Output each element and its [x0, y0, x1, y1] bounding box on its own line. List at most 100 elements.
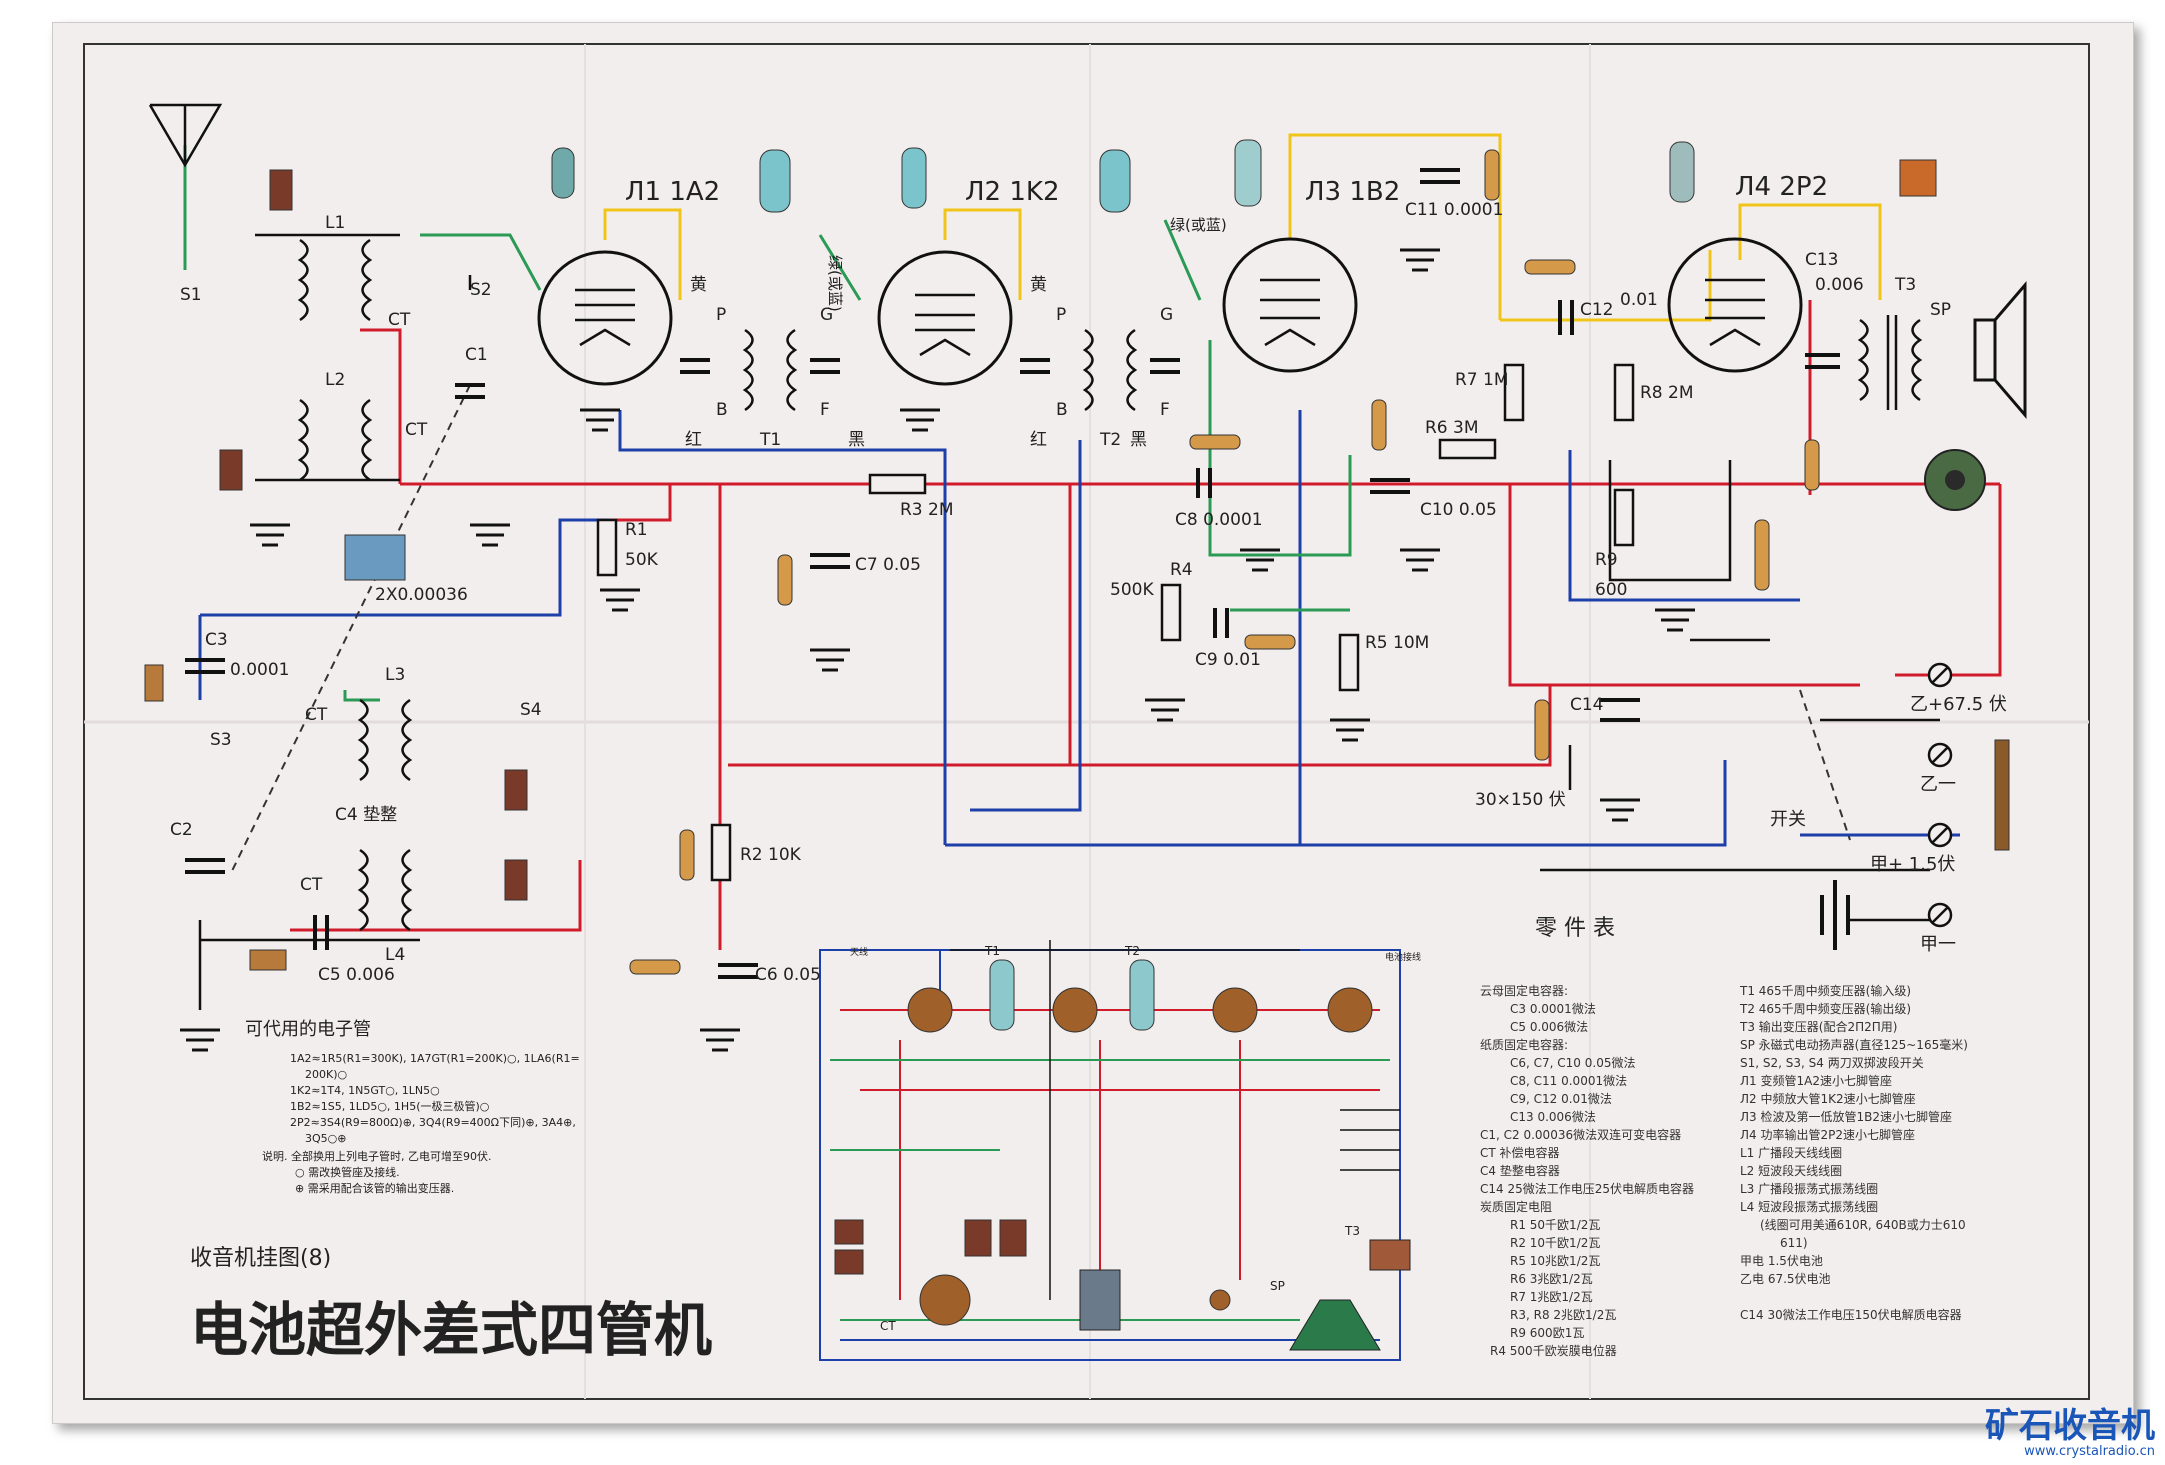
parts-right-line: Л1 变频管1A2速小七脚管座	[1740, 1073, 1892, 1088]
label-t1: T1	[759, 430, 781, 450]
label-c5: C5 0.006	[318, 965, 395, 985]
substitute-line: 200K)○	[305, 1068, 347, 1081]
label-f-2: F	[1160, 400, 1170, 420]
substitute-line: 2P2≈3S4(R9=800Ω)⊕, 3Q4(R9=400Ω下同)⊕, 3A4⊕…	[290, 1116, 576, 1129]
parts-right-line: 甲电 1.5伏电池	[1740, 1254, 1823, 1268]
wiring-label-batt: 电池接线	[1385, 951, 1421, 963]
parts-right-line: C14 30微法工作电压150伏电解质电容器	[1740, 1307, 1962, 1322]
label-f-1: F	[820, 400, 830, 420]
label-b-1: B	[716, 400, 728, 420]
main-title: 电池超外差式四管机	[190, 1296, 712, 1364]
wiring-label-ant: 天线	[850, 946, 868, 958]
label-g-2: G	[1160, 305, 1173, 325]
parts-right-line: L3 广播段振荡式振荡线圈	[1740, 1181, 1878, 1196]
substitute-line: ⊕ 需采用配合该管的输出变压器.	[295, 1181, 454, 1195]
terminal-strip-icon	[1994, 739, 2010, 851]
tube-label-v3: Л3 1B2	[1305, 177, 1400, 207]
label-t2: T2	[1099, 430, 1121, 450]
label-c14-value: 30×150 伏	[1475, 790, 1566, 810]
label-r8: R8 2M	[1640, 383, 1694, 403]
ground-symbols	[180, 248, 1695, 1052]
label-r3: R3 2M	[900, 500, 954, 520]
parts-left-line: R4 500千欧炭膜电位器	[1490, 1343, 1617, 1358]
tube-label-v4: Л4 2P2	[1735, 172, 1828, 202]
parts-left-line: 云母固定电容器:	[1480, 983, 1568, 998]
label-s3: S3	[210, 730, 232, 750]
substitute-line: 3Q5○⊕	[305, 1132, 346, 1145]
label-r4-value: 500K	[1110, 580, 1154, 600]
tube-label-v2: Л2 1K2	[965, 177, 1060, 207]
parts-left-line: C3 0.0001微法	[1510, 1002, 1596, 1016]
label-c10: C10 0.05	[1420, 500, 1497, 520]
parts-right-line: S1, S2, S3, S4 两刀双掷波段开关	[1740, 1055, 1924, 1070]
terminal-a-plus: 甲+ 1.5伏	[1870, 854, 1955, 875]
wiring-diagram	[819, 940, 1411, 1361]
label-c12-value: 0.01	[1620, 290, 1658, 310]
tube-v2	[877, 250, 1013, 386]
wiring-label-t3: T3	[1344, 1224, 1360, 1238]
label-l4: L4	[385, 945, 405, 965]
label-s2: S2	[470, 280, 492, 300]
parts-right-line: T2 465千周中频变压器(输出级)	[1739, 1001, 1911, 1016]
label-c12: C12	[1580, 300, 1614, 320]
label-r5: R5 10M	[1365, 633, 1429, 653]
label-s4: S4	[520, 700, 542, 720]
label-r9-value: 600	[1595, 580, 1627, 600]
wiring-label-ct: CT	[880, 1319, 896, 1333]
parts-left-line: 纸质固定电容器:	[1480, 1037, 1568, 1052]
label-ct-1: CT	[388, 310, 411, 330]
parts-left-line: C5 0.006微法	[1510, 1020, 1588, 1034]
label-r4: R4	[1170, 560, 1193, 580]
parts-right-line: Л4 功率输出管2P2速小七脚管座	[1740, 1127, 1915, 1142]
parts-left-line: 炭质固定电阻	[1480, 1199, 1552, 1214]
parts-left-line: C6, C7, C10 0.05微法	[1510, 1056, 1635, 1070]
terminal-switch: 开关	[1770, 809, 1806, 830]
blue-wires	[198, 410, 1960, 847]
parts-left-line: R6 3兆欧1/2瓦	[1510, 1272, 1593, 1286]
substitute-line: 1K2≈1T4, 1N5GT○, 1LN5○	[290, 1084, 440, 1097]
label-l2: L2	[325, 370, 345, 390]
label-s1: S1	[180, 285, 202, 305]
label-p-1: P	[716, 305, 726, 325]
parts-right-line: SP 永磁式电动扬声器(直径125~165毫米)	[1740, 1037, 1968, 1052]
label-ct-2: CT	[405, 420, 428, 440]
antenna-icon	[148, 103, 223, 168]
wiring-label-t1: T1	[984, 944, 1000, 958]
watermark-brand: 矿石收音机	[1985, 1406, 2155, 1446]
parts-left-line: C1, C2 0.00036微法双连可变电容器	[1480, 1127, 1681, 1142]
label-yellow-2: 黄	[1030, 275, 1047, 295]
label-c3: C3	[205, 630, 228, 650]
parts-right-line: L4 短波段振荡式振荡线圈	[1740, 1199, 1878, 1214]
black-wires	[198, 233, 1940, 1010]
wiring-label-t2: T2	[1124, 944, 1140, 958]
label-red-1: 红	[685, 430, 702, 450]
label-r2: R2 10K	[740, 845, 802, 865]
label-r7: R7 1M	[1455, 370, 1509, 390]
parts-left-line: C8, C11 0.0001微法	[1510, 1074, 1627, 1088]
label-c6: C6 0.05	[755, 965, 821, 985]
label-l1: L1	[325, 213, 345, 233]
label-c11: C11 0.0001	[1405, 200, 1503, 220]
label-c14: C14	[1570, 695, 1604, 715]
site-watermark: 矿石收音机 www.crystalradio.cn	[1985, 1408, 2155, 1459]
parts-left-line: C14 25微法工作电压25伏电解质电容器	[1480, 1181, 1694, 1196]
tube-v1	[537, 250, 673, 386]
wiring-speaker-icon	[1289, 1299, 1381, 1351]
parts-left-line: R1 50千欧1/2瓦	[1510, 1218, 1600, 1232]
parts-right-line: 611)	[1780, 1236, 1808, 1250]
parts-right-line: L1 广播段天线线圈	[1740, 1145, 1842, 1160]
substitute-line: 1A2≈1R5(R1=300K), 1A7GT(R1=200K)○, 1LA6(…	[290, 1052, 580, 1065]
label-c9: C9 0.01	[1195, 650, 1261, 670]
label-gang: 2X0.00036	[375, 585, 468, 605]
wiring-label-sp: SP	[1270, 1279, 1285, 1293]
parts-right-line: Л3 检波及第一低放管1B2速小七脚管座	[1740, 1109, 1952, 1124]
terminal-circles	[1927, 662, 1953, 928]
parts-right-line: 乙电 67.5伏电池	[1740, 1272, 1831, 1286]
label-black-2: 黑	[1130, 430, 1147, 450]
parts-left-line: CT 补偿电容器	[1480, 1145, 1560, 1160]
label-green-1: 绿(或蓝)	[826, 255, 844, 312]
parts-heading: 零 件 表	[1535, 916, 1615, 941]
label-c4: C4 垫整	[335, 805, 397, 825]
label-p-2: P	[1056, 305, 1066, 325]
